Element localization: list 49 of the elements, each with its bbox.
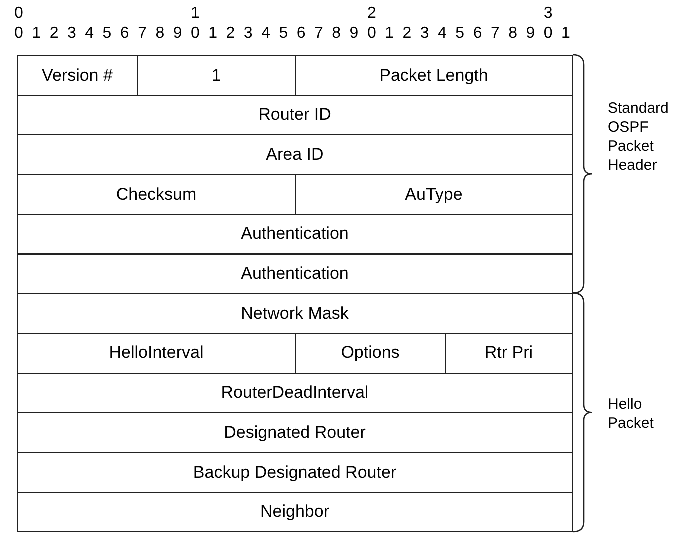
bit-number: 5 — [454, 26, 466, 42]
bit-number: 9 — [172, 26, 184, 42]
bit-number: 7 — [314, 26, 324, 42]
brace-label: Hello Packet — [608, 395, 655, 433]
bit-number: 2 — [225, 26, 236, 42]
bit-number: 7 — [137, 26, 148, 42]
bit-number: 0 — [542, 26, 554, 42]
field-cell: Router ID — [17, 94, 573, 136]
bit-number: 8 — [331, 26, 342, 42]
field-cell: Designated Router — [17, 412, 573, 453]
field-cell: RouterDeadInterval — [17, 372, 573, 414]
bit-number: 1 — [190, 6, 201, 22]
bit-number: 9 — [348, 26, 360, 42]
bit-number: 2 — [48, 26, 60, 42]
bit-number: 4 — [437, 26, 448, 42]
bit-number: 6 — [472, 26, 484, 42]
bit-number: 2 — [402, 26, 413, 42]
bit-number: 1 — [31, 26, 42, 42]
field-cell: Authentication — [17, 214, 573, 254]
field-cell: Network Mask — [17, 293, 573, 334]
bit-number: 4 — [84, 26, 96, 42]
bit-number: 7 — [490, 26, 501, 42]
brace-label: Standard OSPF Packet Header — [608, 99, 670, 175]
bit-number: 0 — [366, 26, 378, 42]
field-cell: Authentication — [17, 254, 573, 294]
bit-number: 6 — [296, 26, 307, 42]
bit-number: 1 — [208, 26, 219, 42]
bit-number: 5 — [278, 26, 290, 42]
bit-number: 2 — [366, 6, 378, 22]
bit-number: 0 — [14, 26, 24, 42]
bit-number: 3 — [242, 26, 254, 42]
bit-number: 6 — [119, 26, 130, 42]
bit-number: 0 — [14, 6, 24, 22]
bit-number: 1 — [384, 26, 395, 42]
bit-number: 9 — [525, 26, 536, 42]
field-cell: Packet Length — [295, 55, 573, 96]
field-cell: Area ID — [17, 134, 573, 176]
bit-number: 5 — [102, 26, 113, 42]
bit-number: 0 — [190, 26, 201, 42]
field-cell: Neighbor — [17, 492, 573, 532]
bit-number: 3 — [419, 26, 430, 42]
field-cell: Version # — [17, 55, 138, 96]
bit-number: 1 — [560, 26, 572, 42]
bit-number: 3 — [542, 6, 554, 22]
field-cell: Backup Designated Router — [17, 452, 573, 493]
bit-number: 4 — [260, 26, 272, 42]
bit-number: 8 — [154, 26, 166, 42]
bit-number: 3 — [66, 26, 78, 42]
bit-number: 8 — [508, 26, 519, 42]
